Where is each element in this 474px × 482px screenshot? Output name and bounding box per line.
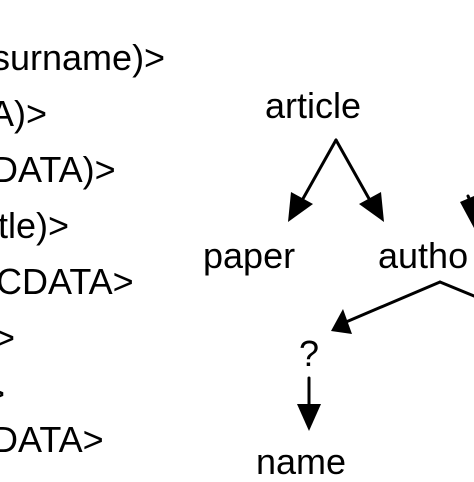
dtd-line-5: CDATA>: [0, 261, 134, 302]
arrowhead-author-icon: [359, 192, 384, 222]
dtd-line-6: >: [0, 317, 16, 358]
arrowhead-name-icon: [297, 404, 321, 431]
edge-article-author: [334, 138, 374, 206]
node-article: article: [265, 85, 362, 126]
dtd-line-1: surname)>: [0, 37, 166, 78]
edge-author-optional: [344, 280, 442, 324]
edge-author-split: [438, 280, 474, 298]
node-optional: ?: [299, 333, 320, 374]
arrowhead-offscreen-icon: [460, 196, 474, 228]
arrowhead-optional-icon: [331, 309, 352, 334]
dtd-line-8: DATA>: [0, 419, 104, 460]
dtd-line-2: A)>: [0, 93, 48, 134]
edge-article-paper: [298, 138, 338, 206]
arrowhead-paper-icon: [288, 192, 313, 222]
dtd-line-3: DATA)>: [0, 149, 116, 190]
dtd-line-4: tle)>: [0, 205, 70, 246]
node-paper: paper: [203, 235, 296, 276]
node-author: autho: [378, 235, 469, 276]
dtd-line-7: >: [0, 374, 5, 414]
